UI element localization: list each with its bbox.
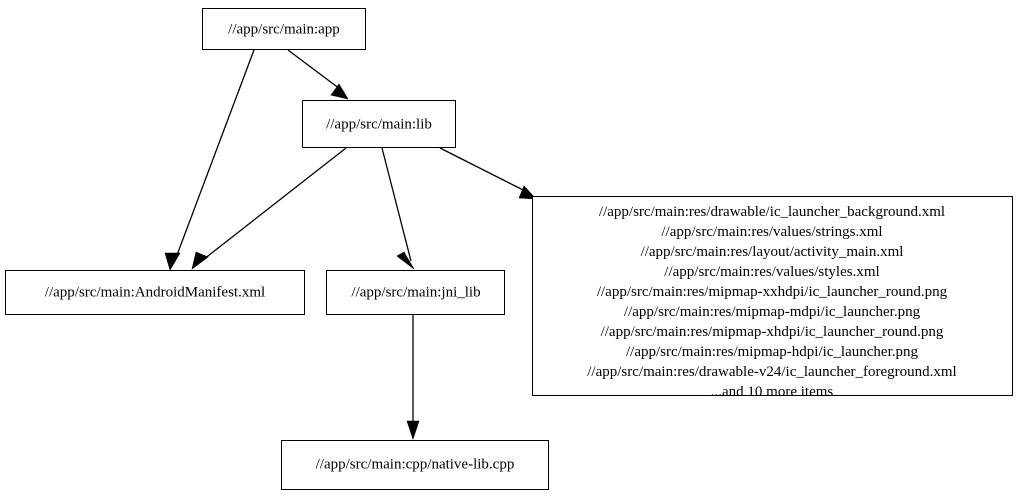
edge-line <box>439 147 532 195</box>
arrowhead-icon <box>191 251 209 270</box>
arrowhead-icon <box>518 185 537 200</box>
node-native-lib-cpp[interactable]: //app/src/main:cpp/native-lib.cpp <box>281 440 549 490</box>
node-res-files-cluster[interactable]: //app/src/main:res/drawable/ic_launcher_… <box>532 196 1013 401</box>
node-label: //app/src/main:jni_lib <box>351 284 480 300</box>
edge-line <box>381 147 412 262</box>
arrowhead-icon <box>406 420 420 440</box>
edge-line <box>173 49 255 264</box>
node-label: //app/src/main:lib <box>326 116 432 132</box>
node-box[interactable] <box>5 270 305 315</box>
edge-line <box>287 49 345 93</box>
edge-line <box>198 147 347 264</box>
node-android-manifest[interactable]: //app/src/main:AndroidManifest.xml <box>5 270 305 315</box>
res-file-line: //app/src/main:res/values/styles.xml <box>664 264 879 280</box>
node-box[interactable] <box>326 270 505 315</box>
res-file-line: //app/src/main:res/mipmap-xhdpi/ic_launc… <box>601 324 944 340</box>
edge-jni_lib-to-native_lib <box>406 315 420 440</box>
res-file-line: //app/src/main:res/mipmap-mdpi/ic_launch… <box>624 304 921 320</box>
edge-lib-to-jni_lib <box>381 147 415 270</box>
edge-app-to-lib <box>287 49 349 100</box>
arrowhead-icon <box>330 83 349 100</box>
node-box[interactable] <box>532 196 1013 396</box>
node-label: //app/src/main:app <box>228 21 340 37</box>
res-file-line: //app/src/main:res/layout/activity_main.… <box>641 244 904 260</box>
arrowhead-icon <box>164 252 181 271</box>
node-app[interactable]: //app/src/main:app <box>202 8 366 50</box>
res-file-more-items: ...and 10 more items <box>711 384 834 400</box>
edge-layer <box>164 49 537 440</box>
edge-lib-to-manifest <box>191 147 347 270</box>
res-file-line: //app/src/main:res/values/strings.xml <box>661 224 882 240</box>
node-jni-lib[interactable]: //app/src/main:jni_lib <box>326 270 505 315</box>
node-box[interactable] <box>281 440 549 490</box>
res-file-line: //app/src/main:res/drawable-v24/ic_launc… <box>587 364 956 380</box>
node-box[interactable] <box>302 100 456 148</box>
node-label: //app/src/main:AndroidManifest.xml <box>45 284 265 300</box>
edge-lib-to-res-files <box>439 147 537 200</box>
arrowhead-icon <box>396 251 415 270</box>
edge-app-to-manifest <box>164 49 255 271</box>
res-file-line: //app/src/main:res/mipmap-hdpi/ic_launch… <box>626 344 919 360</box>
node-lib[interactable]: //app/src/main:lib <box>302 100 456 148</box>
node-label: //app/src/main:cpp/native-lib.cpp <box>316 456 515 472</box>
res-file-line: //app/src/main:res/drawable/ic_launcher_… <box>599 204 945 220</box>
res-file-line: //app/src/main:res/mipmap-xxhdpi/ic_laun… <box>597 284 948 300</box>
node-layer: //app/src/main:app //app/src/main:lib //… <box>5 8 1013 490</box>
node-box[interactable] <box>202 8 366 50</box>
